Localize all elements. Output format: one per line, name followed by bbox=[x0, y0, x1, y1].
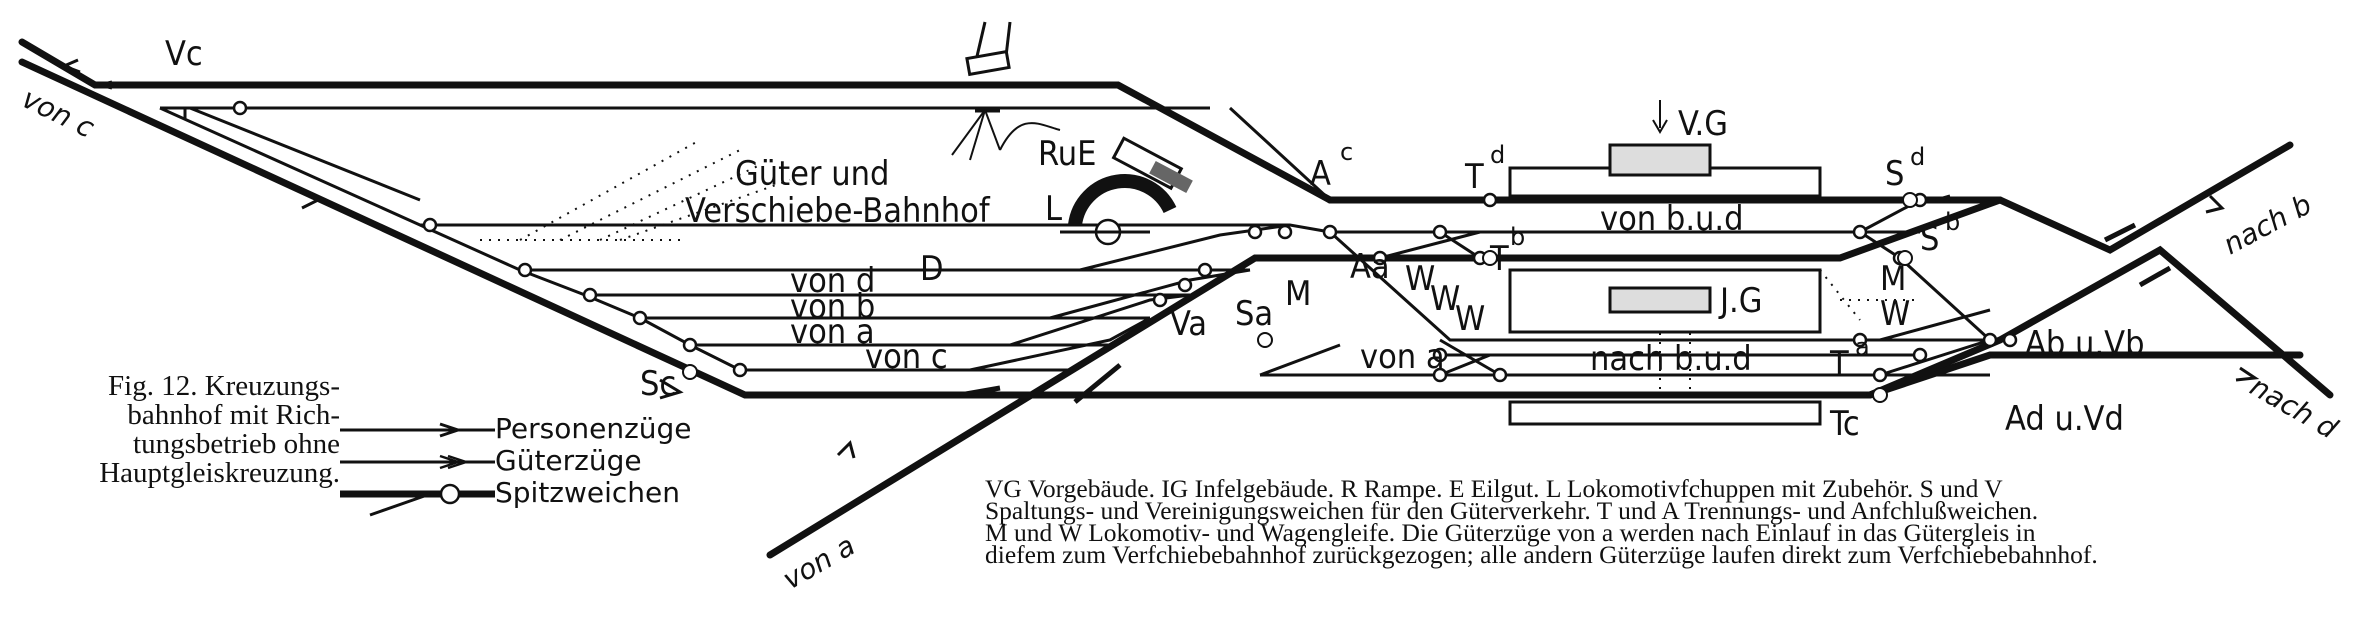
diagram-labels: von c von a nach b nach d Güter und Vers… bbox=[17, 34, 2343, 596]
legend-personenzuege: Personenzüge bbox=[495, 412, 692, 445]
legend: Personenzüge Güterzüge Spitzweichen bbox=[340, 412, 692, 517]
station-tracks bbox=[1259, 198, 1992, 377]
legend-spitzweichen: Spitzweichen bbox=[495, 476, 680, 509]
caption-line: tungsbetrieb ohne bbox=[133, 428, 340, 460]
label-w4: W bbox=[1880, 294, 1910, 334]
label-sa: Sa bbox=[1235, 294, 1273, 334]
bahnsteig bbox=[1508, 400, 1822, 426]
label-w1: W bbox=[1405, 259, 1435, 299]
label-gueter-2: Verschiebe-Bahnhof bbox=[685, 191, 991, 231]
ramp-symbol bbox=[951, 107, 1061, 161]
label-vc: Vc bbox=[165, 34, 203, 74]
label-w2: W bbox=[1430, 279, 1460, 319]
label-sb: S bbox=[1920, 219, 1939, 259]
label-von-d: von d bbox=[790, 261, 875, 301]
label-rue: RuE bbox=[1038, 134, 1096, 174]
label-tc: Tc bbox=[1829, 404, 1860, 444]
label-von-c-yard: von c bbox=[865, 337, 948, 377]
label-td: T bbox=[1464, 157, 1484, 197]
direction-arrows bbox=[59, 58, 2260, 459]
description-line: VG Vorgebäude. IG Infelgebäude. R Rampe.… bbox=[985, 474, 2003, 503]
label-ac: A bbox=[1310, 154, 1331, 194]
label-td-sup: d bbox=[1490, 141, 1505, 169]
label-von-a: von a bbox=[777, 529, 861, 596]
passenger-main-lines bbox=[18, 38, 2334, 559]
label-sd-sup: d bbox=[1910, 143, 1925, 171]
figure-description: VG Vorgebäude. IG Infelgebäude. R Rampe.… bbox=[985, 474, 2365, 569]
figure-caption: Fig. 12. Kreuzungs- bahnhof mit Rich- tu… bbox=[40, 372, 340, 488]
label-nach-b: nach b bbox=[2218, 188, 2317, 262]
label-ta-sup: a bbox=[1855, 333, 1870, 361]
label-w3: W bbox=[1455, 299, 1485, 339]
legend-gueterzuege: Güterzüge bbox=[495, 444, 642, 477]
label-m2: M bbox=[1880, 259, 1906, 299]
label-m1: M bbox=[1285, 274, 1311, 314]
label-von-a-main: von a bbox=[1360, 337, 1445, 377]
label-ac-sup: c bbox=[1340, 138, 1353, 166]
caption-line: Fig. 12. Kreuzungs- bbox=[108, 370, 340, 402]
label-von-b: von b bbox=[790, 287, 875, 327]
label-von-bud: von b.u.d bbox=[1600, 199, 1744, 239]
label-nach-bud: nach b.u.d bbox=[1590, 339, 1752, 379]
label-sb-sup: b bbox=[1945, 208, 1960, 236]
label-ad-vd: Ad u.Vd bbox=[2005, 399, 2124, 439]
yard-tracks bbox=[159, 106, 1332, 372]
inselgebaeude bbox=[1508, 268, 1822, 334]
description-line: Spaltungs- und Vereinigungsweichen für d… bbox=[985, 496, 2039, 525]
label-D: D bbox=[920, 249, 944, 289]
dotted-sidings bbox=[480, 139, 1920, 430]
label-ta: T bbox=[1829, 344, 1849, 384]
caption-line: bahnhof mit Rich- bbox=[127, 399, 340, 431]
locomotive-shed bbox=[1060, 136, 1193, 246]
label-aa: Aa bbox=[1350, 247, 1390, 287]
label-sd: S bbox=[1885, 154, 1904, 194]
description-line: M und W Lokomotiv- und Wagengleife. Die … bbox=[985, 518, 2036, 547]
label-tb: T bbox=[1489, 239, 1509, 279]
station-buildings bbox=[1508, 100, 1822, 426]
label-vg: V.G bbox=[1678, 104, 1728, 144]
label-ab-vb: Ab u.Vb bbox=[2025, 324, 2145, 364]
label-sc: Sc bbox=[640, 364, 676, 404]
spitzweichen-markers bbox=[682, 192, 1918, 403]
description-line: diefem zum Verfchiebebahnhof zurückgezog… bbox=[985, 540, 2098, 569]
label-nach-d: nach d bbox=[2245, 369, 2344, 445]
overhead-sign bbox=[965, 21, 1012, 77]
label-von-a-yard: von a bbox=[790, 312, 875, 352]
label-tb-sup: b bbox=[1510, 223, 1525, 251]
label-L: L bbox=[1045, 189, 1062, 229]
label-jg: J.G bbox=[1718, 281, 1762, 321]
label-gueter-1: Güter und bbox=[735, 154, 889, 194]
caption-line: Hauptgleiskreuzung. bbox=[99, 457, 340, 489]
buffer-marks bbox=[959, 222, 2172, 404]
label-va: Va bbox=[1170, 304, 1207, 344]
